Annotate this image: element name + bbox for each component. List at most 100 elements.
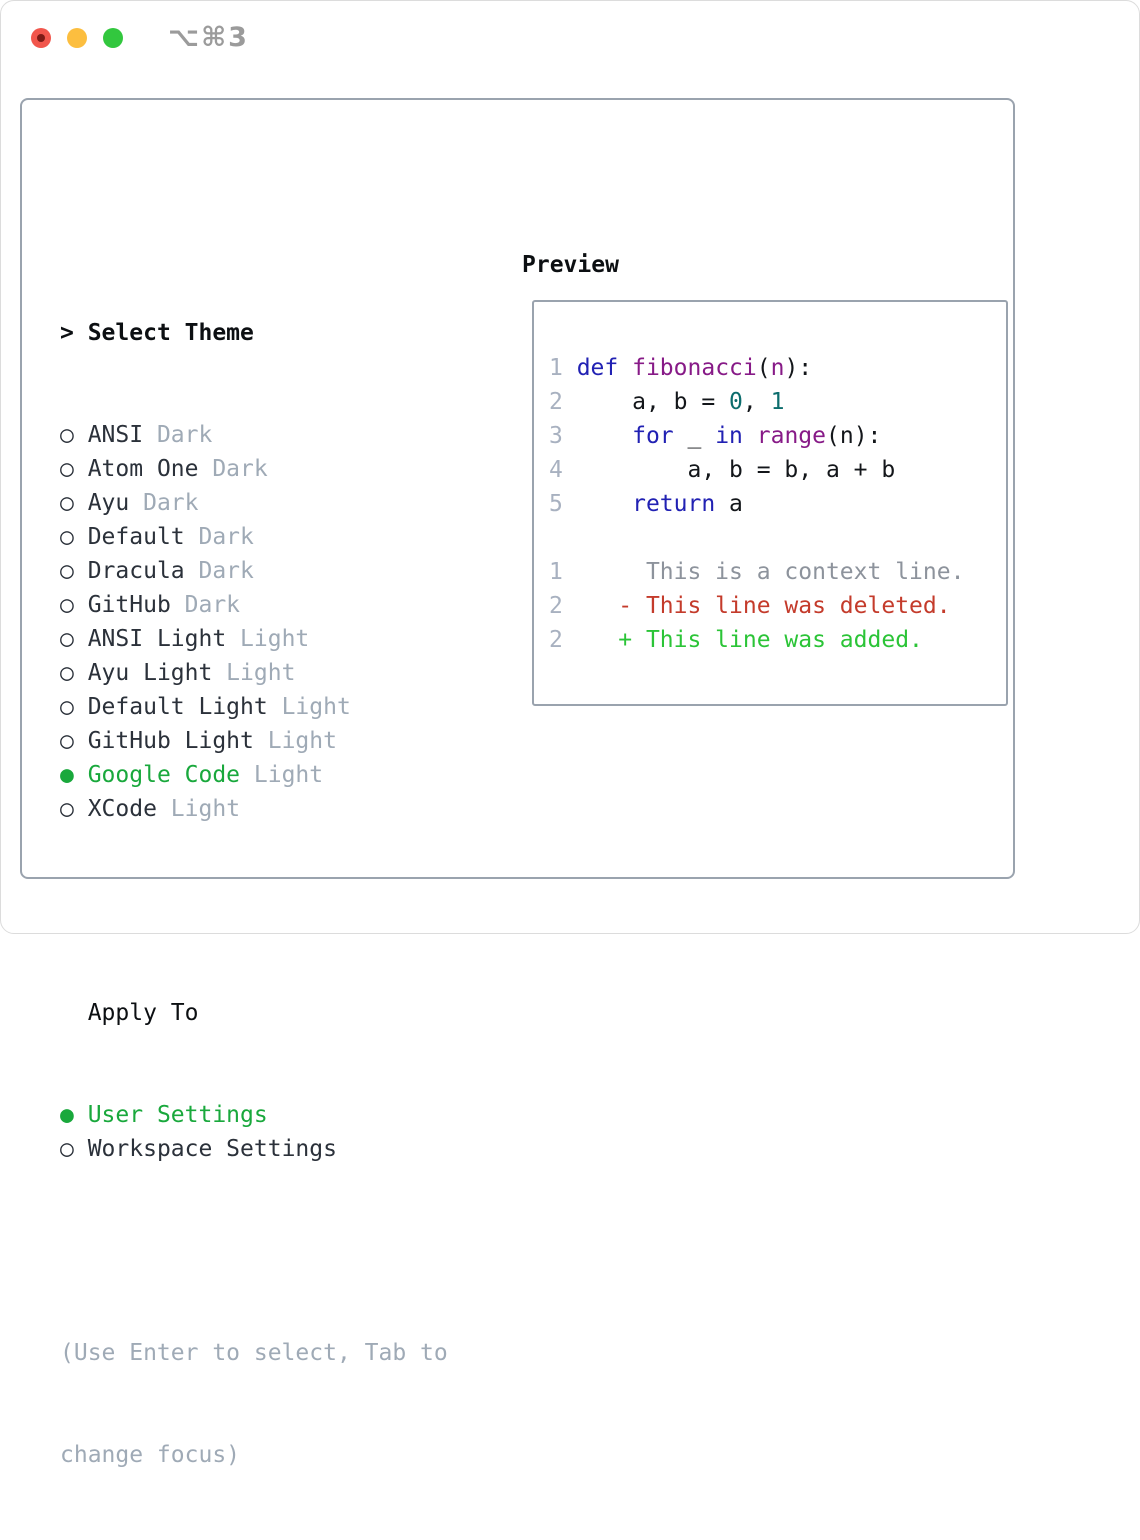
apply-option-user-settings[interactable]: ● User Settings [60, 1098, 448, 1132]
selected-radio-icon: ● [60, 1102, 88, 1128]
variant-tag: Dark [198, 456, 268, 482]
maximize-button[interactable] [103, 28, 123, 48]
theme-option-github-light[interactable]: ○ GitHub Light Light [60, 724, 448, 758]
variant-tag: Dark [143, 422, 213, 448]
code-segment-pln: _ [673, 423, 716, 449]
apply-option-workspace-settings[interactable]: ○ Workspace Settings [60, 1132, 448, 1166]
spacer [60, 1234, 448, 1268]
theme-option-atom-one[interactable]: ○ Atom One Dark [60, 452, 448, 486]
code-line: 2 - This line was deleted. [549, 589, 964, 623]
option-label: Dracula [87, 558, 185, 584]
option-label: Google Code [87, 762, 241, 788]
radio-icon: ○ [60, 660, 88, 686]
theme-option-ayu-light[interactable]: ○ Ayu Light Light [60, 656, 448, 690]
variant-tag: Light [226, 626, 310, 652]
code-segment-num: 4 [549, 457, 577, 483]
code-line: 4 a, b = b, a + b [549, 453, 964, 487]
option-label: GitHub Light [87, 728, 254, 754]
variant-tag: Light [156, 796, 241, 822]
option-label: ANSI Light [87, 626, 227, 652]
variant-tag: Light [240, 762, 324, 788]
app-window: ⌥⌘3 > Select Theme ○ ANSI Dark○ Atom One… [0, 0, 1140, 1468]
code-segment-lit: 0 [729, 389, 743, 415]
window-title: ⌥⌘3 [168, 22, 249, 53]
option-label: XCode [87, 796, 157, 822]
theme-option-dracula[interactable]: ○ Dracula Dark [60, 554, 448, 588]
code-segment-kw: in [715, 423, 743, 449]
code-segment-pln: ): [784, 355, 813, 381]
code-segment-kw: for [632, 423, 674, 449]
selected-radio-icon: ● [60, 762, 88, 788]
code-segment-ctx: This is a context line. [576, 559, 965, 585]
apply-to-list: ● User Settings○ Workspace Settings [60, 1098, 448, 1166]
code-line: 1 def fibonacci(n): [549, 351, 964, 385]
option-label: Ayu [87, 490, 130, 516]
option-label: Default [87, 524, 185, 550]
radio-icon: ○ [60, 626, 88, 652]
code-segment-lit: 1 [770, 389, 785, 415]
code-segment-pln [577, 423, 632, 449]
code-segment-num: 2 [549, 593, 577, 619]
code-segment-kw: def [576, 355, 619, 381]
code-segment-pln [577, 491, 632, 517]
theme-settings-panel: > Select Theme ○ ANSI Dark○ Atom One Dar… [20, 98, 1015, 1468]
code-segment-fn: range [756, 423, 826, 449]
theme-option-ayu[interactable]: ○ Ayu Dark [60, 486, 448, 520]
variant-tag: Dark [129, 490, 199, 516]
theme-option-ansi[interactable]: ○ ANSI Dark [60, 418, 448, 452]
code-segment-pln [743, 423, 757, 449]
option-label: ANSI [87, 422, 144, 448]
code-segment-num: 2 [549, 627, 577, 653]
option-label: User Settings [87, 1102, 268, 1128]
code-segment-add: + This line was added. [576, 627, 923, 653]
code-line: 5 return a [549, 487, 964, 521]
code-line: 1 This is a context line. [549, 555, 964, 589]
code-line: 2 + This line was added. [549, 623, 964, 657]
code-segment-del: - This line was deleted. [576, 593, 951, 619]
radio-icon: ○ [60, 796, 88, 822]
theme-option-default-light[interactable]: ○ Default Light Light [60, 690, 448, 724]
variant-tag: Light [267, 694, 351, 720]
radio-icon: ○ [60, 490, 88, 516]
code-segment-kw: return [632, 491, 716, 517]
theme-option-ansi-light[interactable]: ○ ANSI Light Light [60, 622, 448, 656]
close-button[interactable] [31, 28, 51, 48]
code-line: 3 for _ in range(n): [549, 419, 964, 453]
variant-tag: Light [253, 728, 337, 754]
radio-icon: ○ [60, 728, 88, 754]
option-label: GitHub [87, 592, 171, 618]
radio-icon: ○ [60, 456, 88, 482]
option-label: Atom One [87, 456, 199, 482]
variant-tag: Dark [170, 592, 241, 618]
option-label: Ayu Light [87, 660, 213, 686]
hint-line-1: (Use Enter to select, Tab to [60, 1340, 448, 1366]
option-label: Default Light [87, 694, 268, 720]
code-segment-num: 1 [549, 355, 577, 381]
theme-option-github[interactable]: ○ GitHub Dark [60, 588, 448, 622]
radio-icon: ○ [60, 1136, 88, 1162]
code-segment-num: 2 [549, 389, 577, 415]
variant-tag: Light [212, 660, 296, 686]
theme-option-xcode[interactable]: ○ XCode Light [60, 792, 448, 826]
radio-icon: ○ [60, 592, 88, 618]
code-line [549, 521, 964, 555]
radio-icon: ○ [60, 422, 88, 448]
theme-list: ○ ANSI Dark○ Atom One Dark○ Ayu Dark○ De… [60, 418, 448, 826]
code-segment-pln: a, b = b, a + b [576, 457, 896, 483]
select-theme-header-row: > Select Theme [60, 316, 448, 350]
minimize-button[interactable] [67, 28, 87, 48]
focus-caret-icon: > [60, 320, 88, 346]
code-segment-num: 3 [549, 423, 577, 449]
spacer [60, 894, 448, 928]
code-segment-fn: fibonacci [632, 355, 757, 381]
apply-to-heading: Apply To [87, 1000, 199, 1026]
variant-tag: Dark [184, 558, 254, 584]
code-segment-pln: (n): [826, 423, 882, 449]
variant-tag: Dark [184, 524, 254, 550]
hint-line-2: change focus) [60, 1442, 241, 1468]
code-segment-pln: a [715, 491, 743, 517]
theme-option-google-code[interactable]: ● Google Code Light [60, 758, 448, 792]
theme-option-default[interactable]: ○ Default Dark [60, 520, 448, 554]
